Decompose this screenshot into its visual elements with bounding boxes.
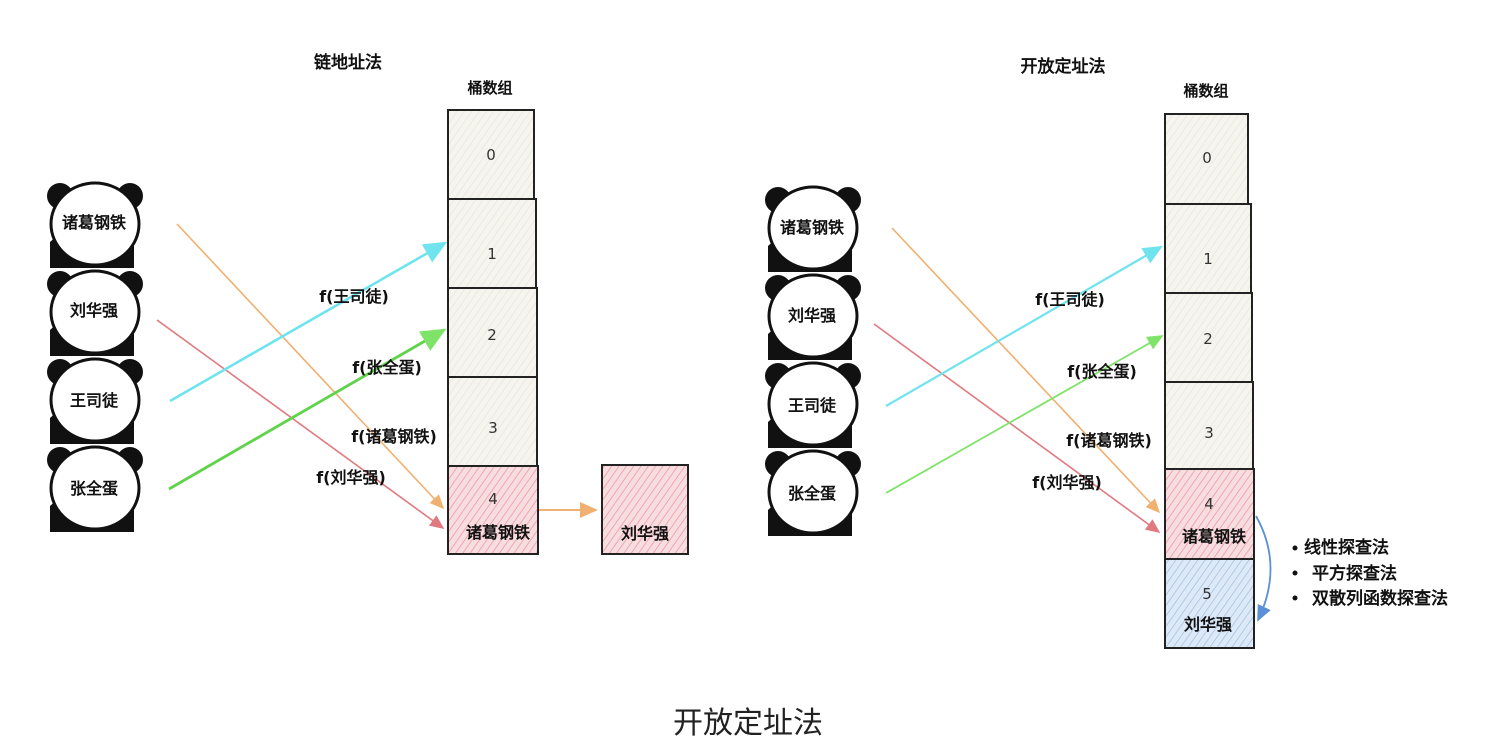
chain-bucket-4-index: 4 — [488, 490, 498, 508]
chain-bucket-1-index: 1 — [487, 245, 497, 263]
chain-bucket-4-name: 诸葛钢铁 — [466, 523, 530, 542]
chain-method-title: 链地址法 — [314, 52, 382, 73]
chain-bucket-3: 3 — [447, 376, 538, 467]
open-method-title: 开放定址法 — [1021, 56, 1106, 77]
open-probe-arrow — [1255, 515, 1272, 622]
open-arrow-wang — [885, 245, 1163, 407]
open-bucket-3: 3 — [1164, 381, 1254, 470]
open-bucket-5-index: 5 — [1202, 585, 1212, 603]
open-bucket-0-index: 0 — [1202, 149, 1212, 167]
probe-bullet-icon — [1292, 545, 1298, 551]
chain-panda-zhuge-name: 诸葛钢铁 — [62, 213, 126, 232]
open-panda-liu-name: 刘华强 — [788, 306, 836, 325]
open-arrow-zhang — [885, 335, 1164, 494]
open-bucket-5-name: 刘华强 — [1184, 615, 1232, 634]
open-fn-liu: f(刘华强) — [1032, 473, 1102, 492]
open-fn-zhang: f(张全蛋) — [1067, 362, 1137, 381]
open-arrow-zhuge — [891, 227, 1161, 514]
probe-bullet-icon — [1292, 570, 1298, 576]
open-bucket-header: 桶数组 — [1183, 82, 1228, 100]
open-bucket-4-index: 4 — [1204, 495, 1214, 513]
chain-linked-node: 刘华强 — [601, 464, 689, 555]
chain-bucket-4: 4 诸葛钢铁 — [447, 465, 539, 555]
open-method-section: 开放定址法 桶数组 0 1 2 3 4 诸葛钢铁 — [765, 56, 1448, 649]
chain-panda-liu: 刘华强 — [47, 269, 143, 356]
open-bucket-array: 0 1 2 3 4 诸葛钢铁 5 刘华强 — [1164, 113, 1255, 649]
chain-fn-zhang: f(张全蛋) — [352, 358, 422, 377]
probe-item-quadratic: 平方探查法 — [1312, 563, 1397, 584]
probe-item-double-hash: 双散列函数探查法 — [1312, 588, 1448, 609]
open-bucket-4-name: 诸葛钢铁 — [1182, 527, 1246, 546]
figure-caption: 开放定址法 — [673, 706, 823, 741]
open-bucket-1-index: 1 — [1203, 250, 1213, 268]
open-bucket-3-index: 3 — [1204, 424, 1214, 442]
chain-bucket-0-index: 0 — [486, 146, 496, 164]
probe-bullet-icon — [1292, 595, 1298, 601]
chain-bucket-2-index: 2 — [487, 326, 497, 344]
open-panda-wang: 王司徒 — [765, 361, 861, 448]
chain-bucket-0: 0 — [447, 109, 535, 200]
open-fn-wang: f(王司徒) — [1035, 290, 1105, 309]
chain-fn-wang: f(王司徒) — [319, 287, 389, 306]
chain-linked-node-name: 刘华强 — [621, 524, 669, 543]
chain-panda-wang-name: 王司徒 — [70, 391, 119, 410]
chain-bucket-header: 桶数组 — [467, 79, 512, 97]
open-panda-zhang: 张全蛋 — [765, 449, 861, 536]
open-arrow-liu — [873, 323, 1161, 533]
chain-panda-zhuge: 诸葛钢铁 — [47, 181, 143, 268]
open-bucket-4: 4 诸葛钢铁 — [1164, 468, 1255, 560]
open-bucket-0: 0 — [1164, 113, 1249, 205]
chain-arrow-zhang — [168, 328, 447, 491]
open-bucket-2: 2 — [1164, 292, 1253, 383]
chain-panda-liu-name: 刘华强 — [70, 301, 118, 320]
chain-bucket-1: 1 — [447, 198, 537, 289]
chain-bucket-array: 0 1 2 3 4 诸葛钢铁 — [447, 109, 539, 555]
chain-fn-liu: f(刘华强) — [316, 468, 386, 487]
chain-panda-zhang: 张全蛋 — [47, 445, 143, 532]
chain-bucket-2: 2 — [447, 287, 538, 378]
probe-item-linear: 线性探查法 — [1304, 537, 1389, 558]
chain-panda-zhang-name: 张全蛋 — [70, 479, 118, 498]
open-panda-zhang-name: 张全蛋 — [788, 484, 836, 503]
open-bucket-1: 1 — [1164, 203, 1252, 294]
chain-arrow-wang — [169, 241, 448, 403]
chain-method-section: 链地址法 桶数组 0 1 2 3 4 诸葛钢铁 — [47, 52, 689, 555]
open-panda-liu: 刘华强 — [765, 273, 861, 360]
open-fn-zhuge: f(诸葛钢铁) — [1066, 431, 1152, 450]
open-panda-wang-name: 王司徒 — [788, 396, 837, 415]
chain-bucket-3-index: 3 — [488, 419, 498, 437]
open-bucket-5: 5 刘华强 — [1164, 558, 1255, 649]
open-probe-list: 线性探查法 平方探查法 双散列函数探查法 — [1292, 537, 1448, 609]
open-panda-zhuge-name: 诸葛钢铁 — [780, 218, 844, 237]
open-bucket-2-index: 2 — [1203, 330, 1213, 348]
chain-panda-wang: 王司徒 — [47, 357, 143, 444]
chain-fn-zhuge: f(诸葛钢铁) — [351, 427, 437, 446]
open-panda-zhuge: 诸葛钢铁 — [765, 185, 861, 272]
chain-arrow-zhuge — [176, 223, 445, 510]
chain-arrow-liu — [156, 319, 445, 529]
